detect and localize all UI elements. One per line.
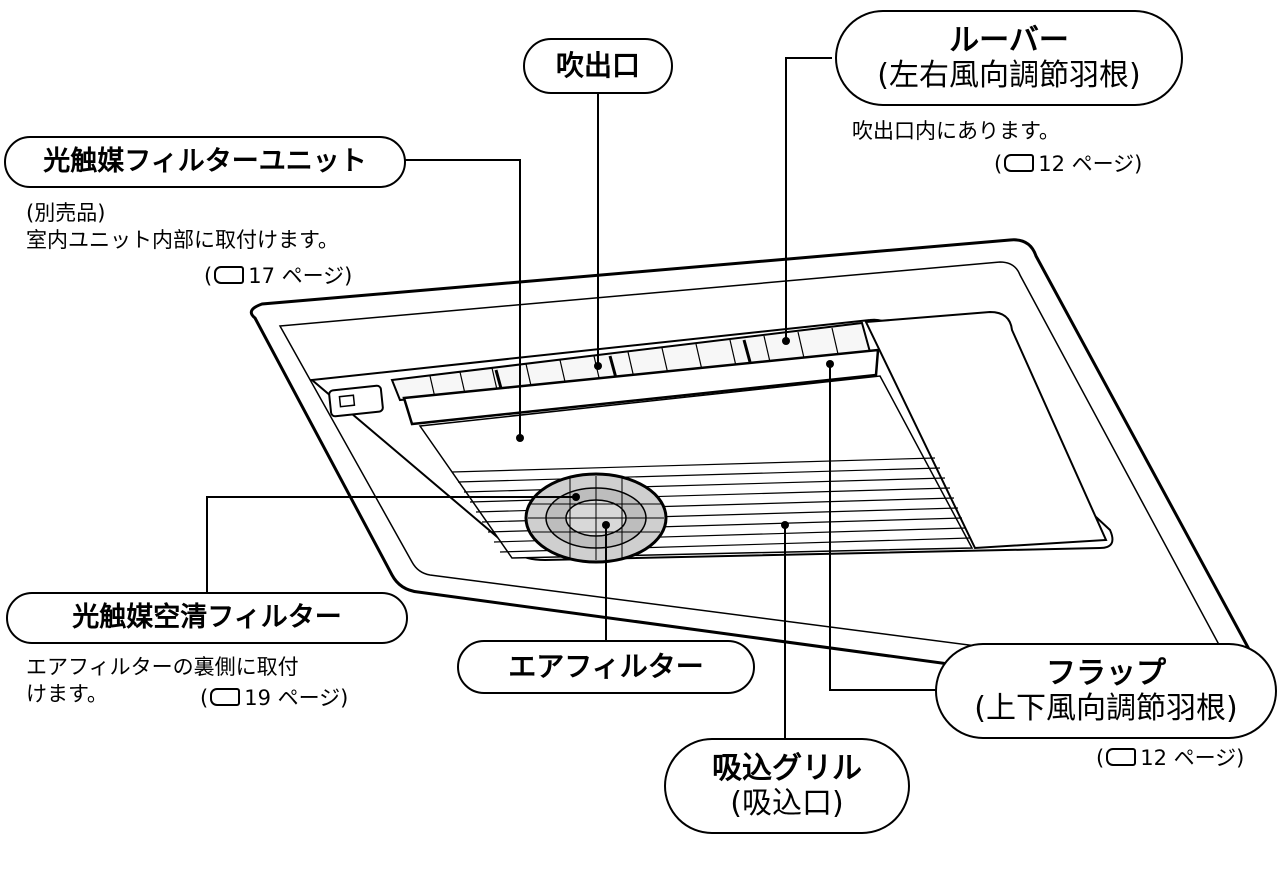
intake-grille-label: 吸込グリル (吸込口) <box>664 738 910 834</box>
reference-hand-icon <box>210 688 241 706</box>
flap-title: フラップ <box>1046 655 1166 691</box>
leader-louver <box>785 57 832 340</box>
louver-label: ルーバー (左右風向調節羽根) <box>835 10 1183 106</box>
flap-page-ref: (12 ページ) <box>1096 746 1245 770</box>
flap-blade <box>402 348 880 426</box>
photocatalyst-filter-note: エアフィルターの裏側に取付 けます。 <box>26 655 299 707</box>
flap-label: フラップ (上下風向調節羽根) <box>935 643 1277 739</box>
photocatalyst-filter-title: 光触媒空清フィルター <box>72 602 342 634</box>
photocatalyst-filter-label: 光触媒空清フィルター <box>6 592 408 644</box>
side-panel <box>864 310 1108 550</box>
air-filter-title: エアフィルター <box>508 650 704 684</box>
louver-subtitle: (左右風向調節羽根) <box>877 58 1141 93</box>
air-filter-label: エアフィルター <box>457 640 755 694</box>
outlet-title: 吹出口 <box>555 49 640 83</box>
leader-flap <box>829 364 938 691</box>
photocatalyst-unit-label: 光触媒フィルターユニット <box>4 136 406 188</box>
reference-hand-icon <box>1004 154 1035 172</box>
reference-hand-icon <box>214 266 245 284</box>
leader-unit <box>405 159 521 438</box>
louver-page-ref: (12 ページ) <box>994 152 1143 176</box>
photocatalyst-filter-page-ref: (19 ページ) <box>200 686 349 710</box>
leader-photocatalyst-filter <box>206 496 575 600</box>
photocatalyst-unit-page-ref: (17 ページ) <box>204 264 353 288</box>
intake-grille-subtitle: (吸込口) <box>730 786 844 821</box>
louver-note: 吹出口内にあります。 <box>852 119 1060 143</box>
reference-hand-icon <box>1106 748 1137 766</box>
intake-grille-title: 吸込グリル <box>712 750 862 786</box>
louver-title: ルーバー <box>949 22 1069 58</box>
outlet-label: 吹出口 <box>523 38 673 94</box>
flap-subtitle: (上下風向調節羽根) <box>974 691 1238 726</box>
photocatalyst-unit-note: (別売品) 室内ユニット内部に取付けます。 <box>26 201 339 253</box>
display-window <box>328 384 384 418</box>
photocatalyst-unit-title: 光触媒フィルターユニット <box>43 146 367 178</box>
